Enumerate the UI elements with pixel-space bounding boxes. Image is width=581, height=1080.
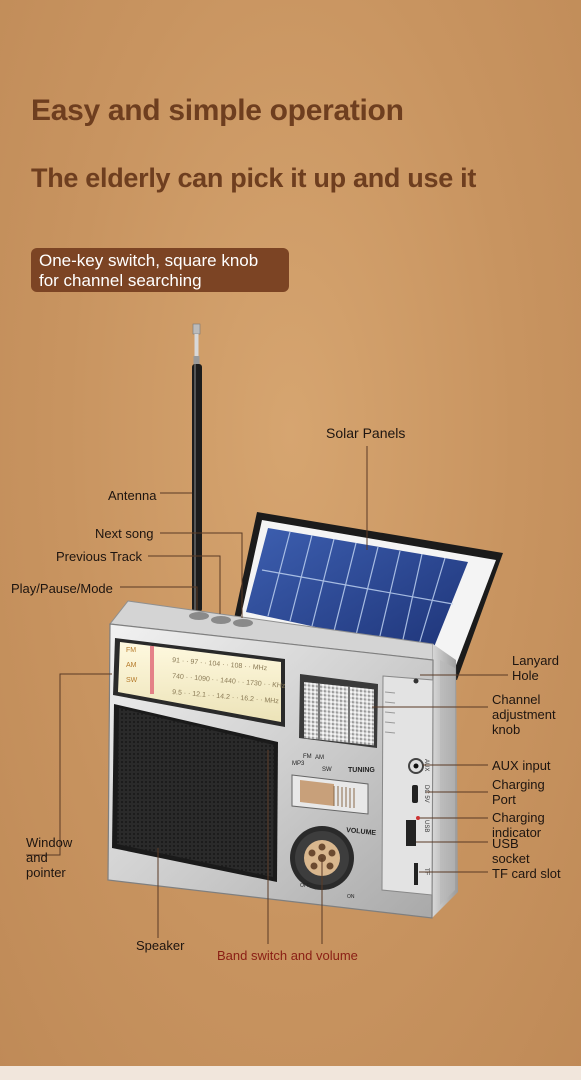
label-antenna: Antenna bbox=[108, 488, 157, 503]
label-charging-port-line-2: Port bbox=[492, 792, 516, 807]
label-speaker: Speaker bbox=[136, 938, 185, 953]
tuning-knob bbox=[299, 674, 378, 748]
label-channel-knob: Channel adjustment knob bbox=[492, 692, 556, 737]
band-label-mp3: MP3 bbox=[292, 761, 305, 767]
dial-band-am: AM bbox=[126, 662, 137, 669]
speaker-grille bbox=[112, 704, 278, 882]
band-switch: FM AM MP3 SW TUNING bbox=[291, 754, 375, 815]
label-channel-knob-line-1: Channel bbox=[492, 692, 541, 707]
label-channel-knob-line-2: adjustment bbox=[492, 707, 556, 722]
label-usb-socket-line-1: USB bbox=[492, 836, 519, 851]
label-charging-indicator-line-2: indicator bbox=[492, 825, 542, 840]
label-lanyard-hole-line-1: Lanyard bbox=[512, 653, 559, 668]
volume-on-label: ON bbox=[347, 894, 355, 900]
band-label-fm: FM bbox=[303, 754, 312, 760]
volume-off-label: OFF bbox=[300, 883, 310, 889]
page-subheadline: The elderly can pick it up and use it bbox=[31, 163, 477, 193]
leader-lines bbox=[26, 446, 508, 944]
label-tf-card-slot: TF card slot bbox=[492, 866, 561, 881]
footer-strip bbox=[0, 1066, 581, 1080]
badge-line-2: for channel searching bbox=[39, 271, 202, 290]
label-next-song: Next song bbox=[95, 526, 154, 541]
label-window-pointer-line-1: Window bbox=[26, 835, 73, 850]
label-charging-indicator: Charging indicator bbox=[492, 810, 545, 840]
label-window-pointer-line-3: pointer bbox=[26, 865, 66, 880]
top-buttons bbox=[189, 612, 253, 627]
label-band-switch-volume: Band switch and volume bbox=[217, 948, 358, 963]
label-aux-input: AUX input bbox=[492, 758, 551, 773]
dial-band-sw: SW bbox=[126, 677, 138, 684]
label-solar-panels: Solar Panels bbox=[326, 425, 406, 441]
badge-line-1: One-key switch, square knob bbox=[39, 251, 259, 270]
band-label-am: AM bbox=[315, 755, 324, 761]
label-charging-indicator-line-1: Charging bbox=[492, 810, 545, 825]
label-lanyard-hole-line-2: Hole bbox=[512, 668, 539, 683]
dial-window: FM AM SW 91 · · 97 · · 104 · · 108 · · M… bbox=[113, 638, 286, 727]
label-lanyard-hole: Lanyard Hole bbox=[512, 653, 559, 683]
label-channel-knob-line-3: knob bbox=[492, 722, 521, 737]
label-usb-socket: USB socket bbox=[492, 836, 530, 866]
label-charging-port-line-1: Charging bbox=[492, 777, 545, 792]
feature-badge: One-key switch, square knob for channel … bbox=[31, 248, 289, 292]
label-window-pointer-line-2: and bbox=[26, 850, 48, 865]
antenna bbox=[192, 323, 202, 612]
label-window-pointer: Window and pointer bbox=[26, 835, 72, 880]
volume-label: VOLUME bbox=[346, 827, 377, 837]
dial-band-fm: FM bbox=[126, 647, 136, 654]
side-dc-label: DC 5V bbox=[423, 785, 429, 803]
label-previous-track: Previous Track bbox=[56, 549, 142, 564]
label-usb-socket-line-2: socket bbox=[492, 851, 530, 866]
tuning-label: TUNING bbox=[348, 767, 375, 774]
band-label-sw: SW bbox=[322, 767, 332, 773]
label-charging-port: Charging Port bbox=[492, 777, 545, 807]
side-usb-label: USB bbox=[423, 820, 429, 832]
label-play-pause-mode: Play/Pause/Mode bbox=[11, 581, 113, 596]
page-headline: Easy and simple operation bbox=[31, 94, 404, 127]
side-panel: AUX DC 5V USB TF bbox=[381, 675, 434, 896]
